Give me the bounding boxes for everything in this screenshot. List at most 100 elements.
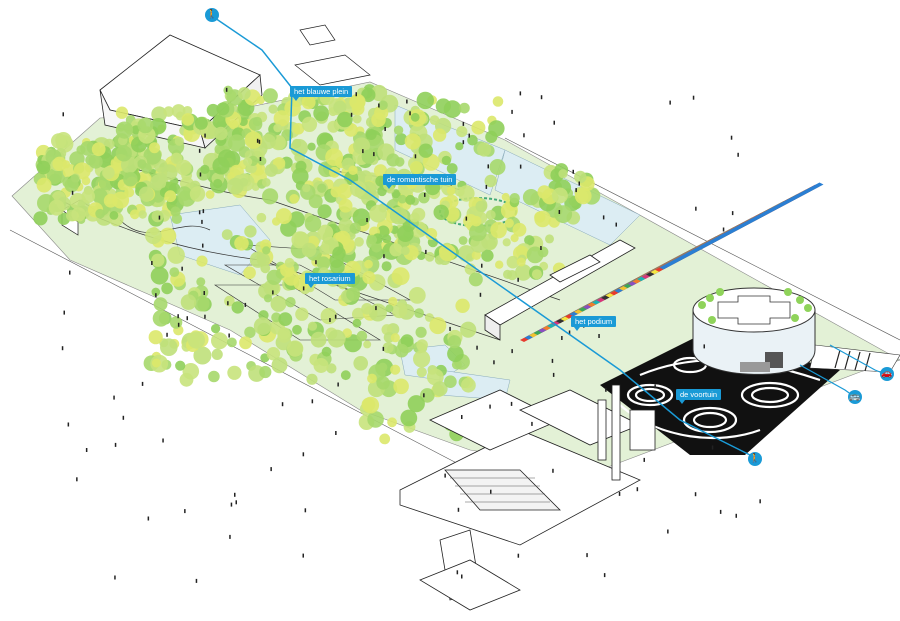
visitor	[225, 87, 228, 92]
tree	[278, 312, 293, 326]
glass-pavilion	[692, 287, 816, 375]
visitor	[711, 445, 714, 450]
visitor	[71, 190, 74, 195]
visitor	[382, 346, 385, 351]
visitor	[517, 277, 519, 282]
tree	[545, 234, 554, 244]
visitor	[667, 529, 669, 534]
tree	[356, 330, 368, 342]
visitor	[523, 133, 525, 138]
tree	[361, 303, 373, 315]
visitor	[719, 509, 722, 514]
tree	[294, 231, 309, 247]
visitor	[722, 227, 725, 232]
visitor	[61, 346, 64, 351]
tree	[70, 174, 79, 183]
tree	[148, 330, 163, 345]
tree	[413, 350, 431, 368]
visitor	[122, 415, 125, 420]
car-icon[interactable]: 🚗	[880, 367, 894, 381]
tree	[262, 88, 278, 104]
tree	[256, 212, 267, 223]
tree	[460, 321, 477, 338]
visitor	[337, 382, 339, 387]
tree	[501, 192, 510, 201]
tree	[227, 365, 242, 380]
tree	[51, 133, 67, 149]
visitor	[703, 344, 705, 349]
tree	[338, 198, 353, 213]
visitor	[195, 578, 198, 583]
visitor	[311, 399, 314, 404]
tree	[174, 136, 184, 146]
visitor	[479, 292, 482, 297]
tree	[327, 120, 340, 133]
tree	[262, 246, 271, 255]
tree	[224, 295, 235, 307]
tree	[426, 368, 444, 386]
visitor	[462, 140, 465, 145]
tree	[387, 417, 397, 428]
tree	[338, 218, 353, 233]
tree	[253, 317, 272, 336]
tree	[171, 104, 186, 118]
tree	[330, 259, 345, 275]
visitor	[425, 249, 427, 254]
tree	[33, 211, 48, 226]
tree	[524, 235, 535, 246]
visitor	[329, 318, 331, 322]
tree	[378, 100, 388, 110]
visitor	[113, 395, 115, 400]
visitor	[602, 215, 605, 220]
tree	[212, 114, 228, 129]
tree	[515, 264, 532, 281]
bus-icon[interactable]: 🚌	[848, 390, 862, 404]
tree	[138, 186, 154, 202]
tree	[534, 210, 551, 228]
tree	[286, 340, 304, 357]
visitor	[519, 164, 522, 169]
tree	[187, 331, 205, 349]
tree	[362, 271, 376, 284]
tree	[415, 326, 427, 338]
tree	[200, 164, 210, 174]
visitor	[444, 473, 446, 478]
tree	[418, 192, 430, 204]
visitor	[375, 306, 377, 311]
label-podium: het podium	[571, 316, 617, 331]
tree	[364, 259, 373, 269]
tree	[179, 372, 194, 387]
visitor	[177, 314, 179, 319]
tree	[175, 360, 186, 371]
visitor	[270, 467, 272, 472]
tree	[391, 267, 410, 286]
tree	[81, 189, 96, 204]
pedestrian-icon[interactable]: 🚶	[205, 8, 219, 22]
pedestrian-icon[interactable]: 🚶	[748, 452, 762, 466]
tree	[378, 362, 388, 372]
tree	[196, 277, 206, 287]
visitor	[586, 553, 588, 558]
tree	[259, 365, 272, 379]
tree	[455, 142, 464, 151]
tree	[346, 287, 361, 302]
visitor	[423, 393, 425, 398]
podium-hall	[484, 239, 636, 341]
tree	[115, 106, 129, 119]
tree	[458, 236, 468, 245]
visitor	[378, 103, 380, 108]
tree	[196, 255, 208, 267]
tree	[317, 183, 327, 193]
tree	[169, 267, 180, 277]
visitor	[256, 138, 259, 143]
tree	[353, 356, 369, 371]
tree	[432, 381, 448, 397]
tree	[459, 102, 470, 114]
visitor	[558, 210, 561, 214]
visitor	[202, 243, 204, 248]
tree	[485, 130, 498, 143]
visitor	[204, 133, 206, 138]
tree	[307, 142, 316, 151]
tree	[301, 116, 318, 132]
tree	[391, 189, 401, 199]
